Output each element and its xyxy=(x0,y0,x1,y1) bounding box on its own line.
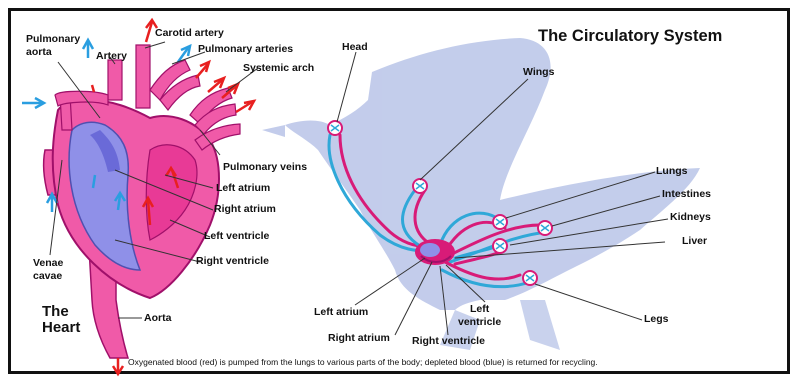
heart-title: The Heart xyxy=(42,304,80,336)
capillary-kidneys xyxy=(493,239,507,253)
capillary-head xyxy=(328,121,342,135)
label-artery: Artery xyxy=(96,51,127,62)
label-pulmonary-arteries: Pulmonary arteries xyxy=(198,44,293,55)
capillary-legs xyxy=(523,271,537,285)
label-kidneys: Kidneys xyxy=(670,212,711,223)
label-legs: Legs xyxy=(644,314,669,325)
label-carotid-artery: Carotid artery xyxy=(155,28,224,39)
heart-carotid-artery xyxy=(136,45,150,108)
label-bird-left-atrium: Left atrium xyxy=(314,307,368,318)
label-intestines: Intestines xyxy=(662,189,711,200)
label-heart-right-ventricle: Right ventricle xyxy=(196,256,269,267)
label-pulmonary-veins: Pulmonary veins xyxy=(223,162,307,173)
capillary-intestines xyxy=(538,221,552,235)
label-lungs: Lungs xyxy=(656,166,688,177)
diagram-title: The Circulatory System xyxy=(538,28,722,45)
label-heart-left-atrium: Left atrium xyxy=(216,183,270,194)
label-bird-left-ventricle: Left ventricle xyxy=(458,303,501,329)
label-pulmonary-aorta: Pulmonary aorta xyxy=(26,33,80,58)
label-venae-cavae: Venae cavae xyxy=(33,257,63,282)
bird-beak xyxy=(262,125,285,137)
capillary-wings xyxy=(413,179,427,193)
label-wings: Wings xyxy=(523,67,554,78)
label-aorta: Aorta xyxy=(144,313,171,324)
caption-text: Oxygenated blood (red) is pumped from th… xyxy=(128,357,598,367)
capillary-lungs xyxy=(493,215,507,229)
label-head: Head xyxy=(342,42,368,53)
label-liver: Liver xyxy=(682,236,707,247)
label-heart-left-ventricle: Left ventricle xyxy=(204,231,269,242)
label-heart-right-atrium: Right atrium xyxy=(214,204,276,215)
label-bird-right-atrium: Right atrium xyxy=(328,333,390,344)
heart-artery xyxy=(108,60,122,100)
label-systemic-arch: Systemic arch xyxy=(243,63,314,74)
label-bird-right-ventricle: Right ventricle xyxy=(412,336,485,347)
bird-leg-right xyxy=(520,300,560,350)
